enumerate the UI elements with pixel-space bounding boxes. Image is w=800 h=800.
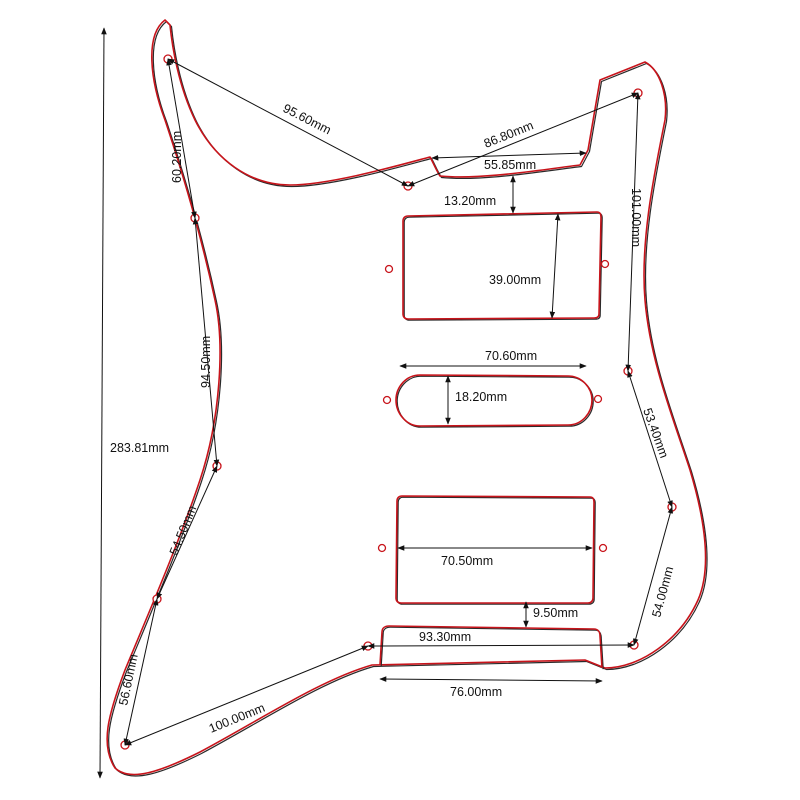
neck-pickup-cutout (384, 211, 610, 321)
dimension-labels: 283.81mm 95.60mm 86.80mm 55.85mm 13.20mm… (110, 101, 676, 736)
label-right-middle: 53.40mm (640, 406, 671, 460)
label-overall-height: 283.81mm (110, 441, 169, 455)
label-left-lower: 54.50mm (167, 504, 200, 558)
label-left-middle: 94.50mm (199, 336, 213, 388)
label-bridge-pickup-span: 70.50mm (441, 554, 493, 568)
bottom-cutout (379, 625, 604, 670)
label-bottom-diagonal: 100.00mm (207, 701, 267, 736)
label-top-cutout-width: 55.85mm (484, 158, 536, 172)
label-neck-pickup-height: 39.00mm (489, 273, 541, 287)
label-bottom-gap: 9.50mm (533, 606, 578, 620)
label-top-left-to-horn: 95.60mm (281, 101, 334, 137)
label-bottom-span: 93.30mm (419, 630, 471, 644)
label-top-gap: 13.20mm (444, 194, 496, 208)
middle-pickup-cutout (382, 374, 603, 428)
label-left-upper: 60.20mm (170, 131, 184, 183)
label-right-upper: 101.00mm (629, 188, 643, 247)
overall-height-line (97, 27, 107, 779)
label-horn-to-right-horn: 86.80mm (482, 118, 536, 151)
bridge-pickup-cutout (377, 495, 608, 605)
label-single-coil-height: 18.20mm (455, 390, 507, 404)
measurement-lines (123, 58, 674, 746)
label-single-coil-span: 70.60mm (485, 349, 537, 363)
label-left-bottom: 56.60mm (116, 653, 141, 707)
label-bottom-cutout-width: 76.00mm (450, 685, 502, 699)
pickguard-outline (106, 19, 708, 777)
